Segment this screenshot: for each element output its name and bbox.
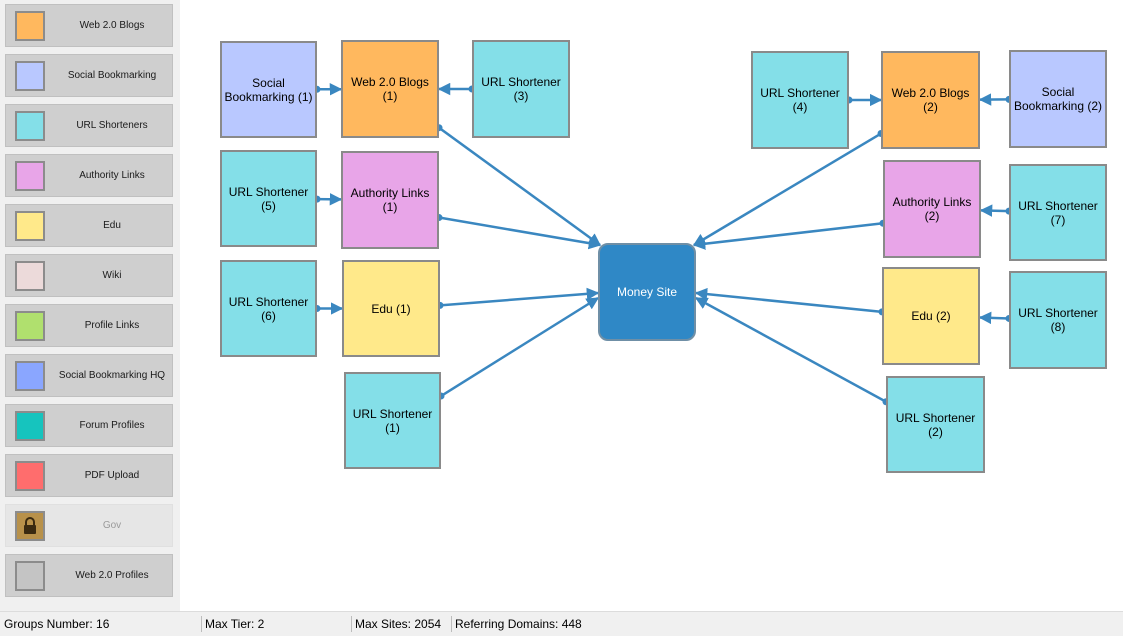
status-bar: Groups Number: 16 Max Tier: 2 Max Sites:… [0,611,1123,636]
palette-swatch [15,561,45,591]
palette-item-social-bookmarking-hq[interactable]: Social Bookmarking HQ [5,354,173,397]
money-site-node[interactable]: Money Site [598,243,696,341]
node-wb2[interactable]: Web 2.0 Blogs (2) [881,51,980,149]
edge-wb1-to-money [438,126,602,247]
edge-us7-to-al2 [979,204,1010,217]
palette-item-label: URL Shorteners [76,120,148,131]
node-us8[interactable]: URL Shortener (8) [1009,271,1107,369]
edge-edu2-to-money [694,287,883,314]
palette-item-gov: Gov [5,504,173,547]
palette-swatch [15,411,45,441]
status-max-tier: Max Tier: 2 [205,617,265,631]
palette-item-web-2-0-profiles[interactable]: Web 2.0 Profiles [5,554,173,597]
palette-swatch [15,61,45,91]
edge-wb2-to-money [692,132,882,247]
edge-us8-to-edu2 [978,311,1010,325]
node-us1[interactable]: URL Shortener (1) [344,372,441,469]
node-us7[interactable]: URL Shortener (7) [1009,164,1107,261]
status-referring-domains: Referring Domains: 448 [455,617,582,631]
status-groups-number: Groups Number: 16 [4,617,110,631]
palette-item-label: Profile Links [84,320,140,331]
node-sb1[interactable]: Social Bookmarking (1) [220,41,317,138]
palette-item-label: Gov [102,520,122,531]
edge-us1-to-money [440,296,600,398]
palette-swatch [15,311,45,341]
palette-swatch [15,261,45,291]
palette-item-label: Wiki [102,270,122,281]
node-al1[interactable]: Authority Links (1) [341,151,439,249]
status-max-sites: Max Sites: 2054 [355,617,442,631]
node-sb2[interactable]: Social Bookmarking (2) [1009,50,1107,148]
palette-item-label: Authority Links [79,170,145,181]
node-edu2[interactable]: Edu (2) [882,267,980,365]
palette-item-label: Web 2.0 Profiles [75,570,149,581]
palette-item-pdf-upload[interactable]: PDF Upload [5,454,173,497]
palette-item-profile-links[interactable]: Profile Links [5,304,173,347]
palette-item-wiki[interactable]: Wiki [5,254,173,297]
palette-item-label: Web 2.0 Blogs [79,20,145,31]
node-us3[interactable]: URL Shortener (3) [472,40,570,138]
palette-swatch [15,211,45,241]
lock-icon [24,517,36,534]
edge-edu1-to-money [439,287,600,307]
node-us4[interactable]: URL Shortener (4) [751,51,849,149]
palette-swatch [15,111,45,141]
status-separator [351,616,352,632]
palette-item-label: Social Bookmarking [67,70,157,81]
palette-swatch [15,361,45,391]
palette-item-label: Social Bookmarking HQ [58,370,166,381]
palette-item-label: PDF Upload [84,470,140,481]
node-us2[interactable]: URL Shortener (2) [886,376,985,473]
palette-item-label: Forum Profiles [79,420,145,431]
node-wb1[interactable]: Web 2.0 Blogs (1) [341,40,439,138]
edge-al1-to-money [438,216,602,250]
palette-item-social-bookmarking[interactable]: Social Bookmarking [5,54,173,97]
node-al2[interactable]: Authority Links (2) [883,160,981,258]
edge-us2-to-money [694,296,887,403]
node-edu1[interactable]: Edu (1) [342,260,440,357]
palette-item-url-shorteners[interactable]: URL Shorteners [5,104,173,147]
palette-item-authority-links[interactable]: Authority Links [5,154,173,197]
palette-item-forum-profiles[interactable]: Forum Profiles [5,404,173,447]
palette-swatch [15,161,45,191]
palette-item-edu[interactable]: Edu [5,204,173,247]
edge-al2-to-money [692,222,884,250]
node-us5[interactable]: URL Shortener (5) [220,150,317,247]
palette-swatch [15,461,45,491]
status-separator [451,616,452,632]
palette-swatch [15,511,45,541]
node-us6[interactable]: URL Shortener (6) [220,260,317,357]
status-separator [201,616,202,632]
palette-item-web-2-0-blogs[interactable]: Web 2.0 Blogs [5,4,173,47]
palette-item-label: Edu [103,220,121,231]
palette-swatch [15,11,45,41]
